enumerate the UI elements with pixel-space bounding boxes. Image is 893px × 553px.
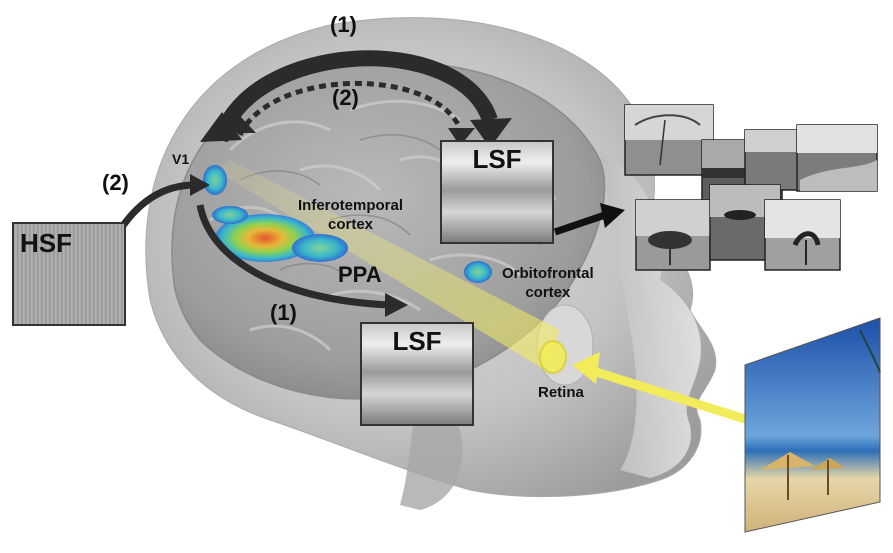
activation-v1 (203, 165, 227, 195)
path2-left-label: (2) (102, 170, 129, 195)
light-beam (215, 160, 560, 370)
path2-top-label: (2) (332, 85, 359, 110)
inferotemporal-line2: cortex (327, 216, 374, 233)
inferotemporal-line1: Inferotemporal (298, 197, 404, 214)
orbitofrontal-line2: cortex (525, 284, 571, 301)
activation-inferotemporal (212, 206, 348, 262)
inferotemporal-label: Inferotemporal cortex (298, 196, 403, 234)
ppa-label: PPA (338, 262, 382, 287)
scene-thumbnail-images (624, 104, 878, 271)
retina-label: Retina (538, 384, 584, 401)
hsf-panel: HSF (12, 222, 126, 326)
arrow-hsf-to-v1 (117, 181, 196, 232)
lsf-bottom-label: LSF (392, 326, 442, 356)
hsf-label: HSF (20, 228, 72, 258)
orbitofrontal-label: Orbitofrontal cortex (502, 264, 594, 302)
retina-icon (539, 340, 567, 374)
v1-label: V1 (172, 151, 190, 167)
lsf-top-panel: LSF (440, 140, 554, 244)
path1-bottom-label: (1) (270, 300, 297, 325)
lsf-bottom-panel: LSF (360, 322, 474, 426)
arrow-path1-bottom (196, 204, 391, 309)
arrow-path1-top (212, 50, 498, 143)
activation-orbitofrontal (464, 261, 492, 283)
retina-arrow (572, 352, 750, 425)
arrow-to-scenes (553, 203, 625, 236)
path1-top-label: (1) (330, 12, 357, 37)
arrow-path2-top (237, 81, 463, 137)
beach-scene-image (744, 317, 881, 533)
lsf-top-label: LSF (472, 144, 522, 174)
orbitofrontal-line1: Orbitofrontal (502, 265, 594, 282)
